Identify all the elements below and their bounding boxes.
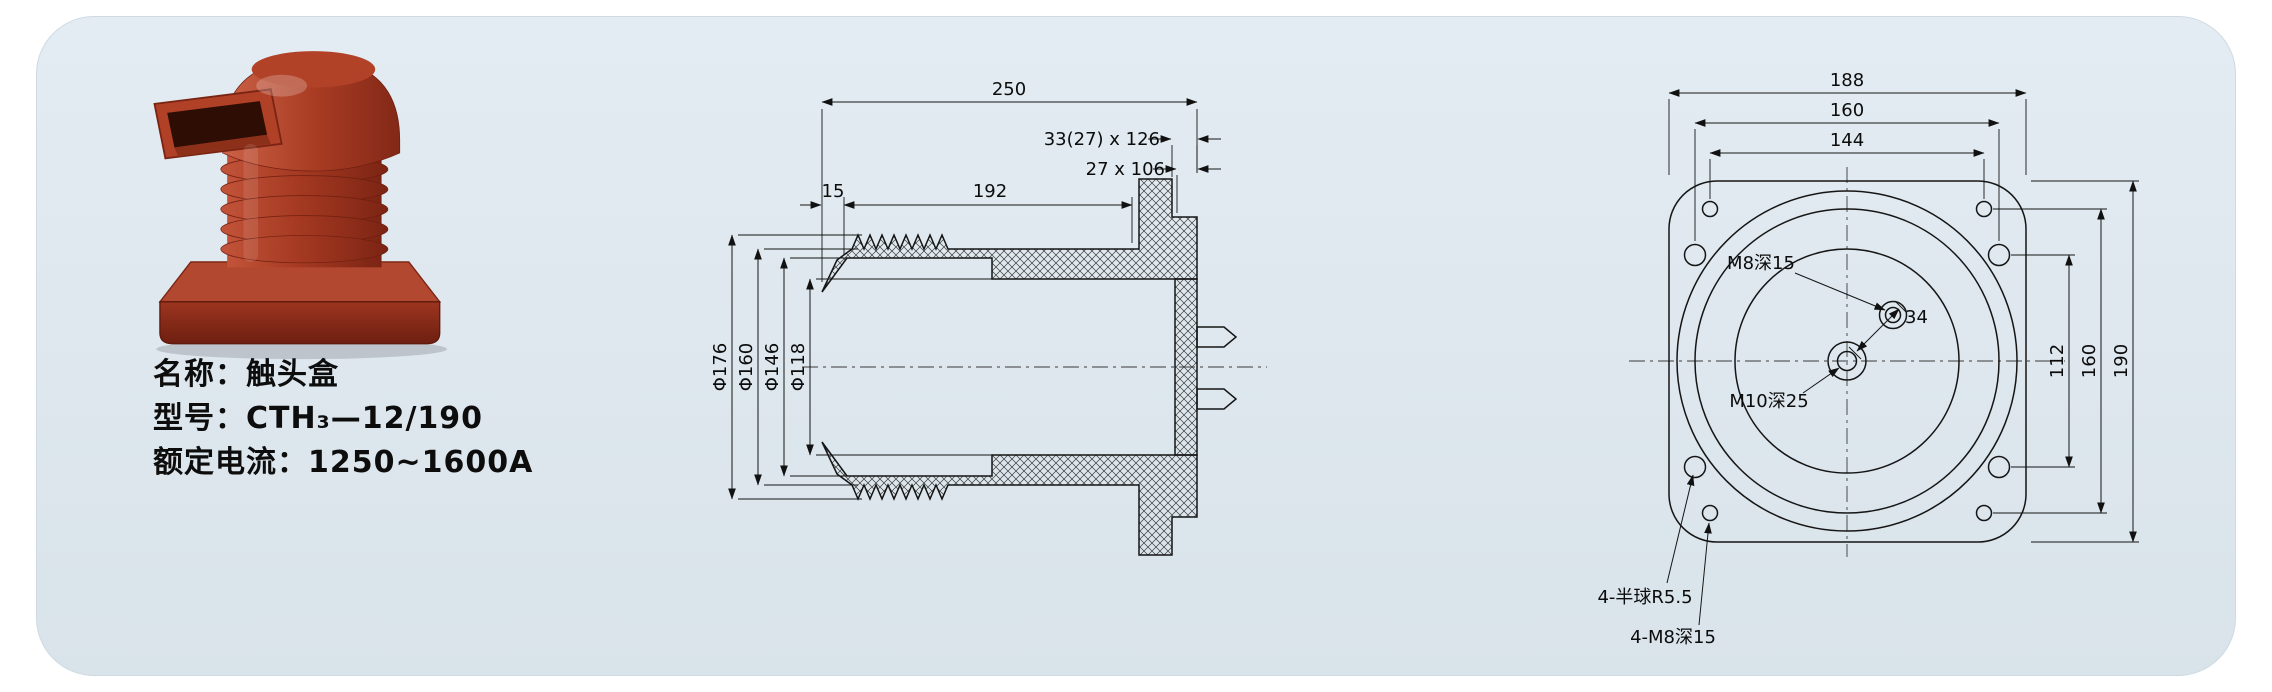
dim-total-length-label: 250 — [992, 79, 1026, 100]
front-label-m8x4: 4-M8深15 — [1630, 522, 1716, 648]
product-info: 名称：触头盒 型号：CTH₃—12/190 额定电流：1250~1600A — [153, 353, 533, 485]
front-dim-160-right: 160 — [1993, 208, 2107, 514]
section-view-drawing: 250 33(27) x 126 27 x 106 15 — [710, 79, 1267, 556]
section-dim-dia118: Φ118 — [788, 278, 1000, 456]
front-dim-144: 144 — [1709, 130, 1985, 199]
product-spout-opening — [167, 101, 268, 148]
section-dim-dia146: Φ146 — [762, 257, 854, 477]
product-base-front — [159, 301, 441, 345]
dim-160-top-label: 160 — [1830, 100, 1864, 121]
section-dim-33x126: 33(27) x 126 — [1044, 129, 1221, 177]
front-corner-m8-holes — [1701, 200, 1993, 522]
product-name-line: 名称：触头盒 — [153, 357, 339, 392]
dim-slot-33-label: 33(27) x 126 — [1044, 129, 1160, 150]
front-flange-outline — [1668, 180, 2027, 543]
front-body-circle — [1694, 208, 2000, 514]
section-dim-dia176: Φ176 — [710, 234, 862, 500]
dim-112-label: 112 — [2047, 344, 2068, 378]
front-label-m10: M10深25 — [1729, 367, 1840, 412]
dim-188-label: 188 — [1830, 70, 1864, 91]
front-dim-160-top: 160 — [1694, 100, 2000, 241]
label-m10-depth25: M10深25 — [1729, 391, 1808, 412]
section-dim-192: 192 — [843, 181, 1133, 243]
label-m8-depth15: M8深15 — [1727, 253, 1795, 274]
background-panel: 名称：触头盒 型号：CTH₃—12/190 额定电流：1250~1600A — [36, 16, 2236, 676]
front-dim-188: 188 — [1668, 70, 2027, 175]
product-spout — [153, 88, 283, 160]
section-dim-27x106: 27 x 106 — [1086, 159, 1221, 213]
dim-dia176-label: Φ176 — [710, 343, 731, 392]
dim-190-label: 190 — [2111, 344, 2132, 378]
product-highlight — [256, 74, 308, 97]
dim-dia118-label: Φ118 — [788, 343, 809, 392]
section-top-wall — [821, 178, 1198, 293]
product-model-line: 型号：CTH₃—12/190 — [153, 401, 484, 436]
dim-144-label: 144 — [1830, 130, 1864, 151]
section-dim-250: 250 — [821, 79, 1198, 282]
dim-192-label: 192 — [973, 181, 1007, 202]
section-dim-dia160: Φ160 — [736, 248, 858, 486]
product-cap — [251, 51, 376, 88]
section-terminal-stub-bottom — [1196, 388, 1238, 410]
front-dim-112: 112 — [2011, 254, 2075, 468]
dim-160-right-label: 160 — [2079, 344, 2100, 378]
label-4-m8-depth15: 4-M8深15 — [1630, 627, 1716, 648]
product-base-top — [158, 261, 442, 303]
front-hemisphere-bumps — [1683, 243, 2011, 479]
front-rib-circle-outer — [1676, 190, 2018, 532]
front-bore-circle — [1734, 248, 1960, 474]
dim-34-label: 34 — [1905, 307, 1928, 328]
front-label-hemisphere: 4-半球R5.5 — [1597, 474, 1695, 608]
section-bottom-wall — [821, 441, 1198, 556]
front-label-m8: M8深15 — [1727, 253, 1886, 311]
label-hemisphere-r5-5: 4-半球R5.5 — [1597, 587, 1692, 608]
dim-15-label: 15 — [822, 181, 845, 202]
front-dim-190: 190 — [2031, 180, 2139, 543]
dim-dia146-label: Φ146 — [762, 343, 783, 392]
section-end-wall — [1174, 278, 1198, 456]
dim-slot-27-label: 27 x 106 — [1086, 159, 1165, 180]
dim-dia160-label: Φ160 — [736, 343, 757, 392]
product-photo — [153, 51, 447, 360]
section-terminal-stub-top — [1196, 326, 1238, 348]
product-current-line: 额定电流：1250~1600A — [153, 445, 534, 480]
front-view-drawing: 188 160 144 112 — [1597, 70, 2139, 648]
front-m10-hole — [1827, 341, 1867, 381]
front-dim-34: 34 — [1848, 300, 1928, 360]
